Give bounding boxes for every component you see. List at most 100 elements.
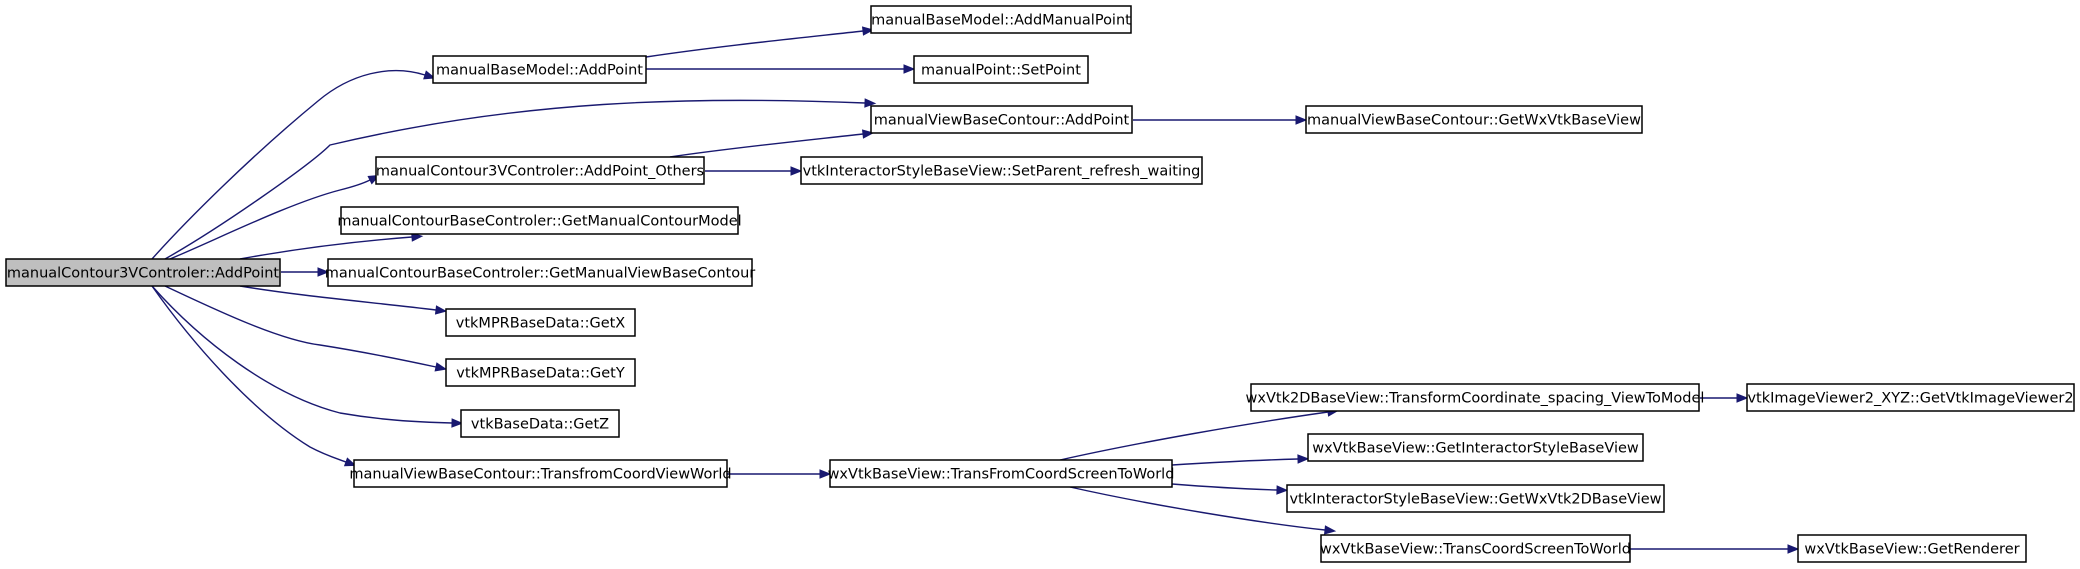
node-label: vtkBaseData::GetZ bbox=[471, 417, 609, 433]
node-label: manualContour3VControler::AddPoint bbox=[7, 266, 280, 282]
edge-line bbox=[151, 69, 426, 260]
node-bm-addmanualpoint[interactable]: manualBaseModel::AddManualPoint bbox=[870, 5, 1132, 34]
node-label: manualViewBaseContour::AddPoint bbox=[874, 113, 1130, 129]
edge-vbc_addpoint-to-vbc_getwx bbox=[1133, 115, 1308, 125]
node-wx2d-transform[interactable]: wxVtk2DBaseView::TransformCoordinate_spa… bbox=[1246, 383, 1705, 412]
node-label: manualBaseModel::AddManualPoint bbox=[871, 13, 1131, 29]
node-box bbox=[460, 409, 620, 438]
node-label: wxVtkBaseView::GetRenderer bbox=[1804, 542, 2019, 558]
node-label: wxVtkBaseView::TransFromCoordScreenToWor… bbox=[828, 467, 1175, 483]
node-cbc-getmodel[interactable]: manualContourBaseControler::GetManualCon… bbox=[337, 206, 742, 235]
node-label: manualViewBaseContour::GetWxVtkBaseView bbox=[1307, 113, 1641, 129]
node-label: wxVtkBaseView::TransCoordScreenToWorld bbox=[1320, 542, 1631, 558]
edge-c3v_others-to-vbc_addpoint bbox=[669, 129, 875, 158]
node-label: vtkMPRBaseData::GetY bbox=[456, 366, 625, 382]
node-mpr-getx[interactable]: vtkMPRBaseData::GetX bbox=[445, 308, 636, 337]
edge-root-to-vbc_transfrom bbox=[151, 285, 357, 467]
edge-line bbox=[645, 30, 864, 58]
arrowhead bbox=[1787, 544, 1800, 554]
arrowhead bbox=[903, 64, 916, 74]
node-label: manualPoint::SetPoint bbox=[921, 63, 1081, 79]
node-box bbox=[800, 156, 1203, 185]
node-box bbox=[829, 459, 1173, 488]
edge-line bbox=[151, 285, 347, 463]
node-box bbox=[1746, 383, 2075, 412]
node-label: wxVtk2DBaseView::TransformCoordinate_spa… bbox=[1246, 391, 1705, 407]
edge-root-to-vbc_addpoint bbox=[164, 98, 877, 260]
edge-wx_transfrom-to-wx2d_transform bbox=[1059, 407, 1340, 461]
arrowhead bbox=[1276, 485, 1289, 495]
node-vbc-addpoint[interactable]: manualViewBaseContour::AddPoint bbox=[870, 105, 1133, 134]
node-mp-setpoint[interactable]: manualPoint::SetPoint bbox=[913, 55, 1089, 84]
node-box bbox=[1286, 484, 1665, 513]
node-iv2-getvtk[interactable]: vtkImageViewer2_XYZ::GetVtkImageViewer2 bbox=[1746, 383, 2075, 412]
edge-line bbox=[1069, 486, 1326, 531]
edge-line bbox=[151, 285, 453, 424]
node-label: manualContour3VControler::AddPoint_Other… bbox=[376, 164, 704, 180]
arrowhead bbox=[1295, 115, 1308, 125]
edge-line bbox=[239, 285, 437, 311]
node-label: vtkInteractorStyleBaseView::GetWxVtk2DBa… bbox=[1289, 492, 1661, 508]
edge-wx_transfrom-to-wx_transcoord bbox=[1069, 486, 1337, 535]
node-label: manualContourBaseControler::GetManualVie… bbox=[325, 266, 756, 282]
node-label: manualBaseModel::AddPoint bbox=[436, 63, 643, 79]
arrowhead bbox=[1297, 454, 1310, 464]
edge-line bbox=[239, 236, 413, 260]
node-box bbox=[445, 308, 636, 337]
edge-root-to-cbc_getmodel bbox=[239, 232, 424, 260]
node-vbc-transfrom[interactable]: manualViewBaseContour::TransfromCoordVie… bbox=[349, 459, 732, 488]
edge-root-to-mpr_gety bbox=[164, 285, 448, 372]
node-label: manualViewBaseContour::TransfromCoordVie… bbox=[349, 467, 731, 483]
edge-line bbox=[1171, 483, 1278, 491]
arrowhead bbox=[861, 129, 875, 139]
node-wx-getrenderer[interactable]: wxVtkBaseView::GetRenderer bbox=[1797, 534, 2027, 563]
node-box bbox=[1320, 534, 1631, 563]
edge-line bbox=[164, 285, 437, 368]
node-wx-transcoord[interactable]: wxVtkBaseView::TransCoordScreenToWorld bbox=[1320, 534, 1631, 563]
edge-root-to-cbc_getview bbox=[281, 267, 330, 277]
node-wx-getisbv[interactable]: wxVtkBaseView::GetInteractorStyleBaseVie… bbox=[1307, 433, 1644, 462]
node-root[interactable]: manualContour3VControler::AddPoint bbox=[5, 258, 281, 287]
node-isbv-setparent[interactable]: vtkInteractorStyleBaseView::SetParent_re… bbox=[800, 156, 1203, 185]
node-cbc-getview[interactable]: manualContourBaseControler::GetManualVie… bbox=[325, 258, 756, 287]
node-box bbox=[870, 5, 1132, 34]
node-box bbox=[375, 156, 705, 185]
node-label: vtkImageViewer2_XYZ::GetVtkImageViewer2 bbox=[1747, 391, 2073, 407]
arrowhead bbox=[451, 418, 464, 428]
node-box bbox=[445, 358, 636, 387]
edge-vbc_transfrom-to-wx_transfrom bbox=[727, 469, 832, 479]
edge-bm_addpoint-to-mp_setpoint bbox=[646, 64, 916, 74]
node-box bbox=[1307, 433, 1644, 462]
edge-wx_transcoord-to-wx_getrenderer bbox=[1630, 544, 1800, 554]
edge-wx2d_transform-to-iv2_getvtk bbox=[1700, 393, 1749, 403]
edge-wx_transfrom-to-isbv_getwx2d bbox=[1171, 483, 1289, 495]
node-mpr-gety[interactable]: vtkMPRBaseData::GetY bbox=[445, 358, 636, 387]
edge-line bbox=[169, 179, 371, 260]
node-layer: manualContour3VControler::AddPointmanual… bbox=[5, 5, 2075, 563]
edge-root-to-bm_addpoint bbox=[151, 69, 436, 260]
edge-root-to-mpr_getx bbox=[239, 285, 448, 315]
edge-bm_addpoint-to-bm_addmanualpoint bbox=[645, 26, 875, 58]
node-wx-transfrom[interactable]: wxVtkBaseView::TransFromCoordScreenToWor… bbox=[828, 459, 1175, 488]
arrowhead bbox=[864, 98, 877, 108]
node-vbc-getwx[interactable]: manualViewBaseContour::GetWxVtkBaseView bbox=[1305, 105, 1643, 134]
node-box bbox=[1305, 105, 1643, 134]
node-label: wxVtkBaseView::GetInteractorStyleBaseVie… bbox=[1312, 441, 1639, 457]
arrowhead bbox=[861, 26, 875, 36]
edge-c3v_others-to-isbv_setparent bbox=[705, 166, 803, 176]
node-c3v-others[interactable]: manualContour3VControler::AddPoint_Other… bbox=[375, 156, 705, 185]
edge-line bbox=[1171, 458, 1299, 466]
arrowhead bbox=[343, 457, 357, 467]
node-box bbox=[1250, 383, 1700, 412]
edge-line bbox=[669, 133, 864, 158]
node-isbv-getwx2d[interactable]: vtkInteractorStyleBaseView::GetWxVtk2DBa… bbox=[1286, 484, 1665, 513]
edge-wx_transfrom-to-wx_getisbv bbox=[1171, 454, 1310, 466]
node-bm-addpoint[interactable]: manualBaseModel::AddPoint bbox=[432, 55, 647, 84]
node-box bbox=[5, 258, 281, 287]
node-bd-getz[interactable]: vtkBaseData::GetZ bbox=[460, 409, 620, 438]
arrowhead bbox=[423, 70, 436, 80]
arrowhead bbox=[317, 267, 330, 277]
node-box bbox=[913, 55, 1089, 84]
edge-line bbox=[164, 99, 866, 260]
